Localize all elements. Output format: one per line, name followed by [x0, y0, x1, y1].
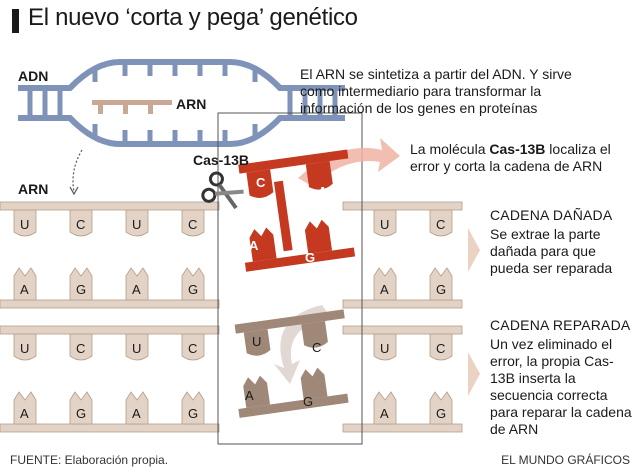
- repaired-strand-bottom-letter-5: A: [380, 406, 389, 421]
- repaired-strand-bottom-base-6: [429, 391, 453, 425]
- repaired-strand-backbone-top-1: [0, 325, 220, 335]
- page-title: El nuevo ‘corta y pega’ genético: [28, 4, 358, 31]
- repaired-strand-bottom-letter-1: A: [20, 406, 29, 421]
- intro-text: El ARN se sintetiza a partir del ADN. Y …: [300, 66, 572, 116]
- repaired-strand-backbone-top-2: [342, 325, 463, 335]
- damaged-strand-bottom-letter-4: G: [188, 282, 198, 297]
- repaired-strand-bottom-letter-6: G: [436, 406, 446, 421]
- rna-strand-damaged: U A C G U A C G U A C G: [0, 201, 463, 309]
- repaired-chevron-icon: [468, 352, 480, 396]
- transcription-arrow: [72, 149, 83, 193]
- scissors-icon: [201, 171, 244, 210]
- repaired-text: Un vez eliminado el error, la propia Cas…: [490, 336, 632, 437]
- repaired-strand-backbone-bottom-2: [342, 423, 463, 433]
- damaged-strand-top-base-3: [125, 209, 149, 237]
- repaired-strand-top-base-5: [373, 333, 397, 361]
- repaired-strand-top-letter-6: C: [436, 341, 445, 356]
- footer-source: FUENTE: Elaboración propia.: [10, 453, 169, 467]
- damaged-strand-bottom-base-5: [373, 267, 397, 301]
- rna-strand-repaired: U A C G U A C G U A C G: [0, 325, 463, 433]
- damaged-strand-top-letter-5: U: [380, 217, 389, 232]
- damaged-fragment: [238, 149, 356, 272]
- rna-transcript: [92, 100, 172, 114]
- damaged-strand-backbone-top-2: [342, 201, 463, 211]
- damaged-strand-top-letter-6: C: [436, 217, 445, 232]
- repaired-strand-bottom-base-1: [13, 391, 37, 425]
- label-arn-strand: ARN: [18, 181, 49, 197]
- damaged-strand-bottom-letter-5: A: [380, 282, 389, 297]
- repaired-strand-backbone-bottom-1: [0, 423, 220, 433]
- cas-text: La molécula Cas-13B localiza el error y …: [410, 141, 635, 175]
- damaged-text: Se extrae la parte dañada para que pueda…: [490, 226, 613, 276]
- damaged-strand-top-base-6: [429, 209, 453, 237]
- repaired-strand-bottom-base-5: [373, 391, 397, 425]
- cas-text-before: La molécula: [410, 141, 490, 157]
- repaired-strand-top-base-1: [13, 333, 37, 361]
- damaged-strand-backbone-top-1: [0, 201, 220, 211]
- repair-base-top-2: C: [312, 340, 321, 355]
- repaired-strand-top-letter-2: C: [76, 341, 85, 356]
- repaired-strand-bottom-letter-2: G: [76, 406, 86, 421]
- damaged-strand-bottom-base-3: [125, 267, 149, 301]
- repaired-strand-top-base-6: [429, 333, 453, 361]
- repaired-strand-bottom-base-4: [181, 391, 205, 425]
- damaged-strand-top-letter-2: C: [76, 217, 85, 232]
- damaged-strand-bottom-letter-6: G: [436, 282, 446, 297]
- cut-zone-frame: [217, 112, 363, 445]
- repaired-strand-top-letter-1: U: [20, 341, 29, 356]
- damaged-base-bottom-2: G: [305, 250, 315, 265]
- damaged-strand-top-letter-4: C: [188, 217, 197, 232]
- repair-base-bottom-1: A: [245, 388, 254, 403]
- title-marker: [12, 9, 19, 33]
- damaged-strand-bottom-base-2: [69, 267, 93, 301]
- label-adn: ADN: [18, 68, 49, 84]
- repaired-strand-top-letter-4: C: [188, 341, 197, 356]
- repair-base-top-1: U: [252, 334, 261, 349]
- repaired-strand-top-base-4: [181, 333, 205, 361]
- damaged-strand-bottom-base-1: [13, 267, 37, 301]
- damaged-strand-bottom-base-6: [429, 267, 453, 301]
- footer-credit: EL MUNDO GRÁFICOS: [501, 453, 630, 467]
- damaged-strand-top-base-1: [13, 209, 37, 237]
- damaged-strand-top-base-2: [69, 209, 93, 237]
- damaged-strand-backbone-bottom-1: [0, 299, 220, 309]
- damaged-strand-bottom-letter-3: A: [132, 282, 141, 297]
- damaged-base-bottom-1: A: [249, 238, 259, 253]
- repaired-strand-bottom-letter-4: G: [188, 406, 198, 421]
- transcription-arrowhead: [69, 186, 79, 196]
- damaged-chevron-icon: [468, 228, 480, 272]
- repaired-strand-top-letter-3: U: [132, 341, 141, 356]
- damaged-strand-bottom-base-4: [181, 267, 205, 301]
- damaged-strand-bottom-letter-2: G: [76, 282, 86, 297]
- damaged-strand-backbone-bottom-2: [342, 299, 463, 309]
- repaired-strand-top-letter-5: U: [380, 341, 389, 356]
- damaged-base-top-2: A: [318, 184, 328, 199]
- cas-text-bold: Cas-13B: [489, 141, 546, 157]
- repaired-strand-top-base-3: [125, 333, 149, 361]
- repair-fragment: [234, 309, 349, 418]
- damaged-strand-bottom-letter-1: A: [20, 282, 29, 297]
- damaged-heading: CADENA DAÑADA: [490, 207, 613, 223]
- repaired-strand-bottom-base-2: [69, 391, 93, 425]
- damaged-strand-top-base-5: [373, 209, 397, 237]
- repaired-strand-bottom-base-3: [125, 391, 149, 425]
- repaired-strand-bottom-letter-3: A: [132, 406, 141, 421]
- repaired-heading: CADENA REPARADA: [490, 317, 631, 333]
- damaged-strand-top-letter-1: U: [20, 217, 29, 232]
- repaired-strand-top-base-2: [69, 333, 93, 361]
- cas-text-after: localiza el error y corta la cadena de A…: [410, 141, 611, 174]
- label-arn-transcript: ARN: [176, 96, 207, 112]
- damaged-strand-top-letter-3: U: [132, 217, 141, 232]
- repair-base-bottom-2: G: [303, 394, 313, 409]
- label-cas13b: Cas-13B: [193, 152, 250, 168]
- damaged-base-top-1: C: [256, 175, 266, 190]
- damaged-strand-top-base-4: [181, 209, 205, 237]
